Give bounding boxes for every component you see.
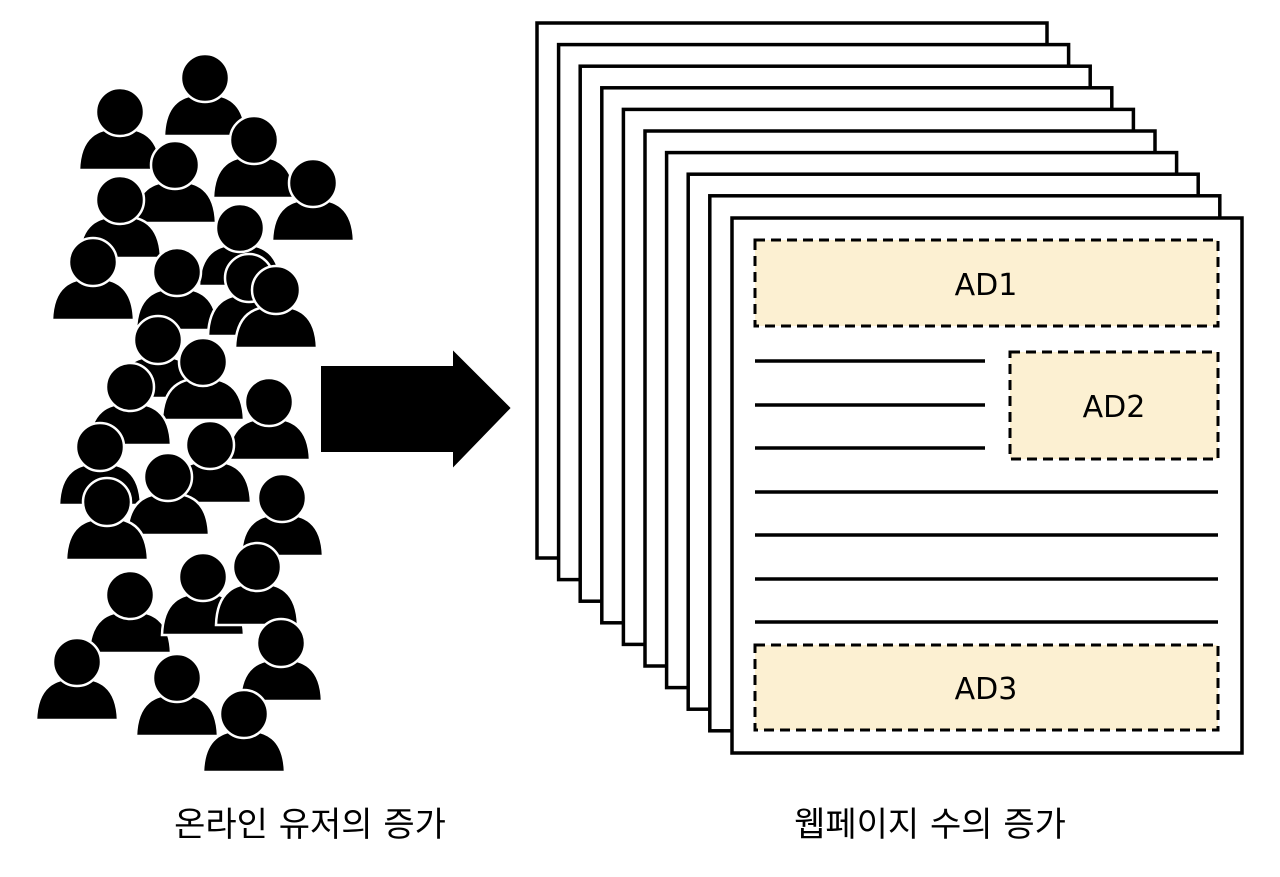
user-silhouette-icon (132, 139, 218, 225)
user-silhouette-icon (64, 476, 150, 562)
user-silhouette-icon (226, 376, 312, 462)
user-silhouette-icon (233, 264, 319, 350)
ad3-label: AD3 (955, 672, 1018, 707)
user-silhouette-icon (162, 52, 248, 138)
user-silhouette-icon (160, 336, 246, 422)
user-silhouette-icon (238, 617, 324, 703)
front-webpage: AD1 AD2 AD3 (730, 216, 1244, 755)
user-silhouette-icon (214, 541, 300, 627)
user-crowd (34, 52, 356, 774)
user-silhouette-icon (211, 114, 297, 200)
user-silhouette-icon (270, 157, 356, 243)
online-users-caption: 온라인 유저의 증가 (174, 805, 446, 845)
user-silhouette-icon (134, 246, 220, 332)
ad2-label: AD2 (1083, 390, 1146, 425)
user-silhouette-icon (134, 652, 220, 738)
ad1-label: AD1 (955, 268, 1018, 303)
ad2-box: AD2 (1008, 350, 1220, 461)
user-silhouette-icon (77, 86, 163, 172)
ad1-box: AD1 (753, 238, 1220, 328)
right-arrow-icon (319, 345, 514, 473)
user-silhouette-icon (201, 688, 287, 774)
user-silhouette-icon (87, 569, 173, 655)
user-silhouette-icon (34, 636, 120, 722)
ad3-box: AD3 (753, 643, 1220, 732)
user-silhouette-icon (50, 236, 136, 322)
webpages-caption: 웹페이지 수의 증가 (794, 805, 1066, 845)
user-silhouette-icon (125, 451, 211, 537)
